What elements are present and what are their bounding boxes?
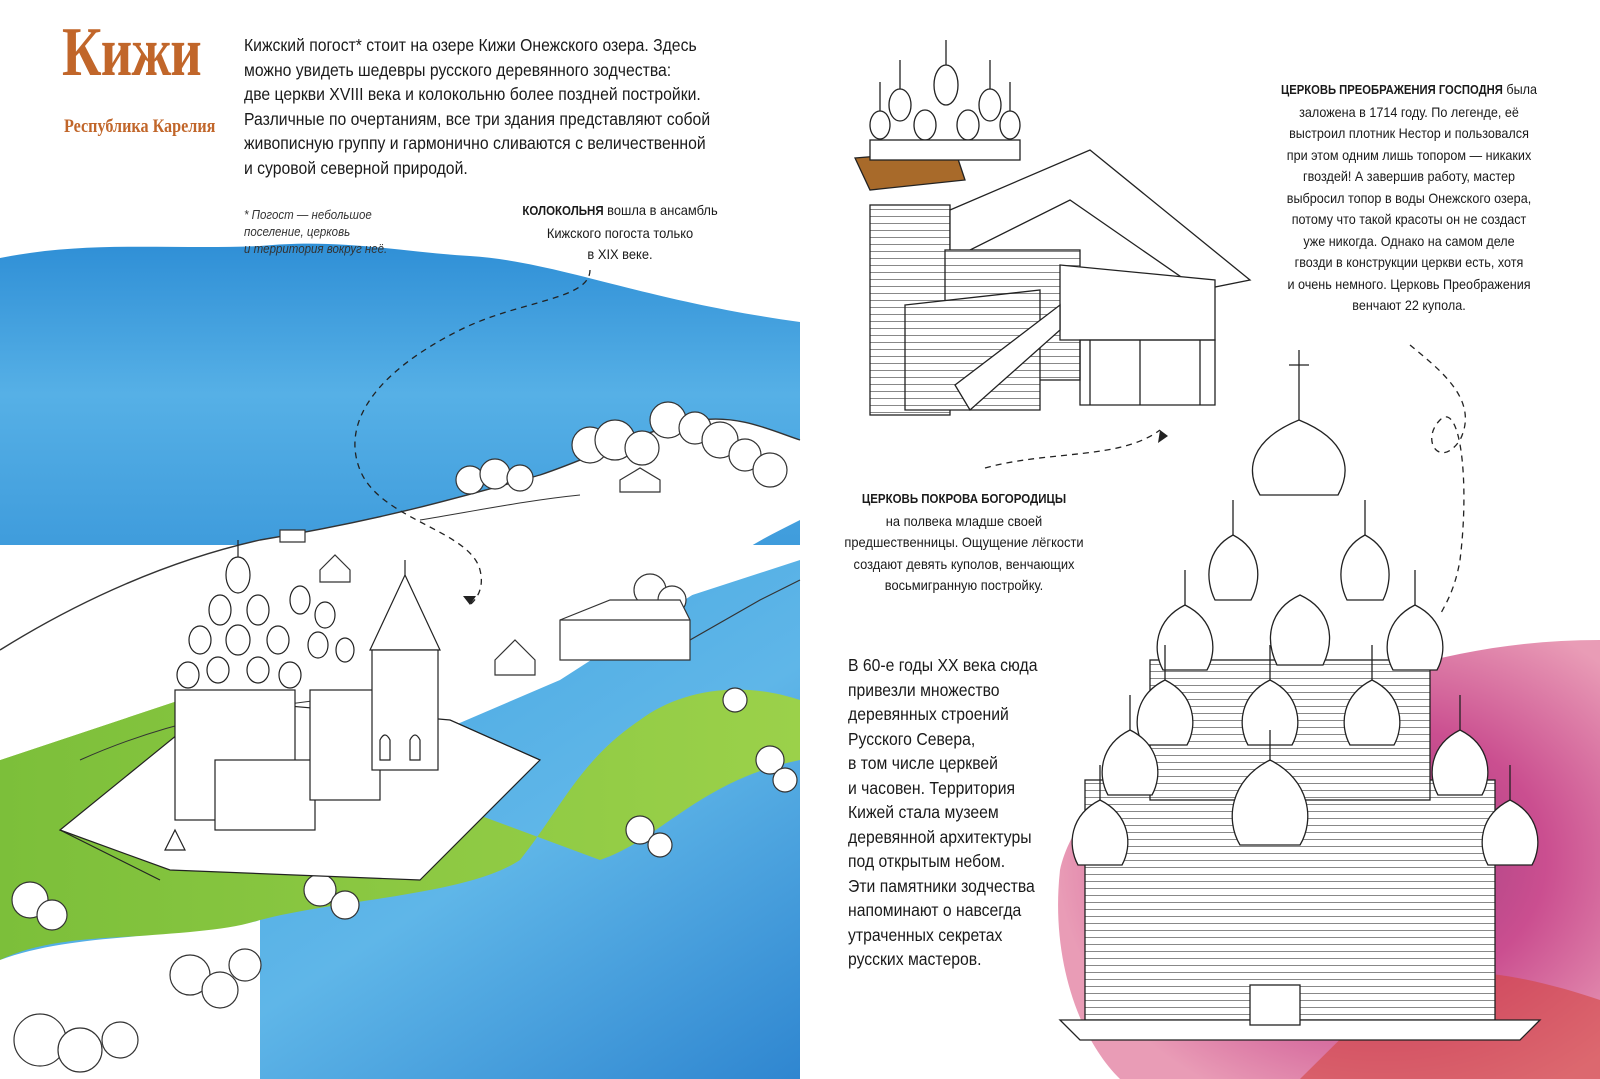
caption-line: заложена в 1714 году. По легенде, её <box>1299 103 1519 120</box>
caption-line: восьмигранную постройку. <box>884 577 1044 593</box>
footnote: * Погост — небольшое поселение, церковь … <box>244 207 400 258</box>
caption-line: создают девять куполов, венчающих <box>853 555 1075 572</box>
bell-tower-heading: КОЛОКОЛЬНЯ <box>522 204 604 218</box>
transfiguration-caption: ЦЕРКОВЬ ПРЕОБРАЖЕНИЯ ГОСПОДНЯ была залож… <box>1270 79 1549 317</box>
caption-line: гвоздей! А завершив работу, мастер <box>1302 168 1516 184</box>
transfiguration-heading: ЦЕРКОВЬ ПРЕОБРАЖЕНИЯ ГОСПОДНЯ <box>1280 83 1503 97</box>
museum-line: В 60-е годы XX века сюда <box>848 655 1038 675</box>
museum-line: русских мастеров. <box>848 949 982 969</box>
caption-line: венчают 22 купола. <box>1352 297 1466 313</box>
museum-paragraph: В 60-е годы XX века сюда привезли множес… <box>848 653 1059 972</box>
intro-line: Кижский погост* стоит на озере Кижи Онеж… <box>244 35 697 55</box>
transfiguration-church <box>1058 350 1542 1041</box>
intercession-caption: ЦЕРКОВЬ ПОКРОВА БОГОРОДИЦЫ на полвека мл… <box>835 488 1093 597</box>
museum-line: деревянной архитектуры <box>848 826 1032 847</box>
intercession-church <box>854 40 1252 416</box>
museum-line: Эти памятники зодчества <box>848 875 1035 896</box>
pogost-ensemble <box>58 540 542 881</box>
intro-line: Различные по очертаниям, все три здания … <box>244 108 711 129</box>
museum-line: привезли множество <box>848 679 1000 700</box>
caption-text: вошла в ансамбль <box>603 202 718 218</box>
museum-line: в том числе церквей <box>848 753 998 773</box>
page-subtitle: Республика Карелия <box>64 116 216 137</box>
intro-line: живописную группу и гармонично сливаются… <box>244 133 706 153</box>
museum-line: под открытым небом. <box>848 851 1006 871</box>
caption-line: и очень немного. Церковь Преображения <box>1287 275 1531 292</box>
intercession-heading: ЦЕРКОВЬ ПОКРОВА БОГОРОДИЦЫ <box>861 492 1067 506</box>
caption-text: была <box>1502 81 1537 97</box>
museum-line: напоминают о навсегда <box>848 900 1022 920</box>
page-title: Кижи <box>62 14 202 91</box>
intro-line: и суровой северной природой. <box>244 157 468 178</box>
museum-line: утраченных секретах <box>848 924 1003 945</box>
caption-line: в XIX веке. <box>587 246 653 262</box>
intro-line: можно увидеть шедевры русского деревянно… <box>244 59 672 80</box>
caption-line: выбросил топор в воды Онежского озера, <box>1286 189 1532 206</box>
caption-line: выстроил плотник Нестор и пользовался <box>1289 125 1529 141</box>
caption-line: гвозди в конструкции церкви есть, хотя <box>1294 254 1524 270</box>
museum-line: Русского Севера, <box>848 728 976 749</box>
footnote-line: * Погост — небольшое <box>244 208 372 222</box>
caption-line: Кижского погоста только <box>546 224 694 241</box>
museum-line: деревянных строений <box>848 704 1009 724</box>
museum-line: Кижей стала музеем <box>848 802 999 822</box>
intro-paragraph: Кижский погост* стоит на озере Кижи Онеж… <box>244 33 764 180</box>
caption-line: потому что такой красоты он не создаст <box>1291 211 1527 227</box>
caption-line: при этом одним лишь топором — никаких <box>1286 146 1532 163</box>
footnote-line: поселение, церковь <box>244 225 351 239</box>
museum-line: и часовен. Территория <box>848 777 1016 798</box>
footnote-line: и территория вокруг неё. <box>244 242 388 256</box>
caption-line: на полвека младше своей <box>885 512 1043 529</box>
bell-tower-caption: КОЛОКОЛЬНЯ вошла в ансамбль Кижского пог… <box>510 200 731 266</box>
caption-line: предшественницы. Ощущение лёгкости <box>844 534 1084 550</box>
intro-line: две церкви XVIII века и колокольню более… <box>244 84 701 104</box>
caption-line: уже никогда. Однако на самом деле <box>1303 232 1515 249</box>
